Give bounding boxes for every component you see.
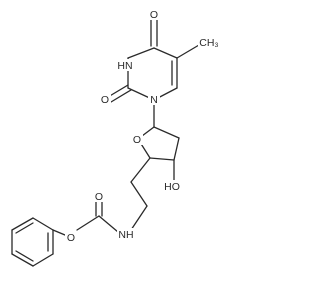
- bonds: [11, 19, 200, 267]
- bond-c1prime-c2prime: [153, 126, 180, 139]
- bond-ch2a-ch2b: [130, 181, 148, 207]
- atom-n1: N: [150, 94, 158, 106]
- bond-ph-1-2: [32, 217, 54, 231]
- atom-labels: O CH₃ HN O N O HO NH O O: [65, 8, 220, 244]
- atom-o-ester: O: [67, 232, 75, 244]
- bond-carbonyl-c-oester: [76, 215, 100, 231]
- atom-o-ring: O: [133, 134, 141, 146]
- atom-methyl: CH₃: [199, 37, 218, 49]
- bond-n3-c4: [127, 47, 155, 59]
- atom-o-carbonyl: O: [95, 191, 103, 203]
- bond-c2-o: [107, 84, 129, 98]
- bond-ph-5-6: [32, 253, 54, 267]
- atom-o-c4: O: [150, 9, 158, 21]
- atom-oh: HO: [164, 181, 180, 193]
- bond-c5-methyl: [176, 44, 200, 59]
- chemical-structure-diagram: O CH₃ HN O N O HO NH O O: [11, 8, 220, 267]
- bond-ph-2-3: [11, 217, 34, 231]
- bond-c2prime-c3prime: [173, 137, 180, 161]
- atom-nh: NH: [118, 229, 133, 241]
- bond-c2-o-double: [110, 89, 132, 103]
- atom-o-c2: O: [101, 94, 109, 106]
- bond-oester-phenyl: [52, 229, 66, 236]
- bond-ph-double-b: [15, 250, 34, 262]
- bond-ph-4-5: [11, 253, 34, 267]
- bond-c3prime-c4prime: [149, 157, 175, 161]
- bond-ch2b-nh: [130, 205, 148, 231]
- atom-n3h: HN: [117, 60, 132, 72]
- bond-ph-double-a: [15, 222, 34, 234]
- bond-nh-carbonyl-c: [98, 215, 119, 233]
- bond-c4-c5: [153, 47, 178, 59]
- bond-c4prime-ch2a: [130, 157, 151, 183]
